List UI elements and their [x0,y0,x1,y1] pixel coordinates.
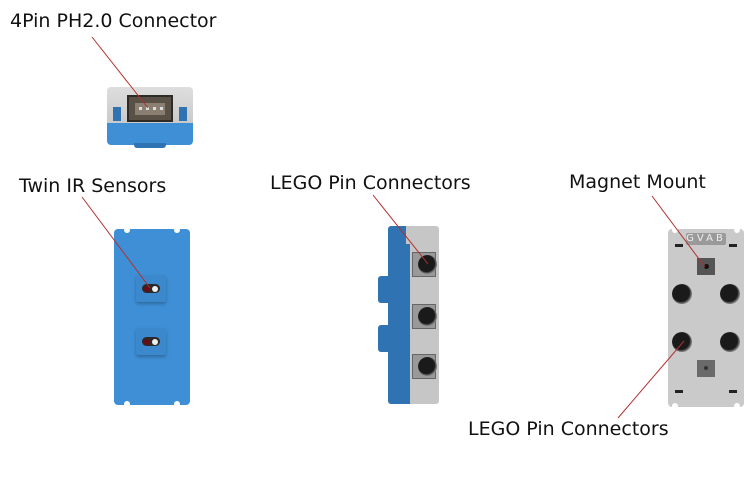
back-lego-pin-hole-2 [720,284,740,304]
side-blue-body [388,226,412,404]
magnet-mount-bottom [697,360,715,377]
connector-top-view [107,87,193,148]
ph2-socket [127,95,173,122]
label-lego-pin-connectors-back: LEGO Pin Connectors [468,418,669,440]
label-4pin-connector: 4Pin PH2.0 Connector [10,10,217,32]
ir-sensor-front-view [114,227,190,407]
ir-sensor-1 [136,275,166,302]
side-lego-pin-hole-1 [418,255,437,274]
back-lego-pin-hole-3 [672,332,692,352]
label-lego-pin-connectors-side: LEGO Pin Connectors [270,172,471,194]
side-lego-pin-hole-2 [418,307,437,326]
side-view [378,226,440,406]
magnet-mount-top [697,258,715,275]
back-view: GVAB [668,227,744,409]
label-twin-ir-sensors: Twin IR Sensors [19,175,167,197]
silkscreen-gvab: GVAB [686,233,726,245]
label-magnet-mount: Magnet Mount [569,171,706,193]
side-lego-pin-hole-3 [418,357,437,376]
connector-tab [134,143,166,148]
connector-blue-base [107,123,193,145]
back-lego-pin-hole-4 [720,332,740,352]
back-lego-pin-hole-1 [672,284,692,304]
ir-sensor-2 [136,328,166,355]
